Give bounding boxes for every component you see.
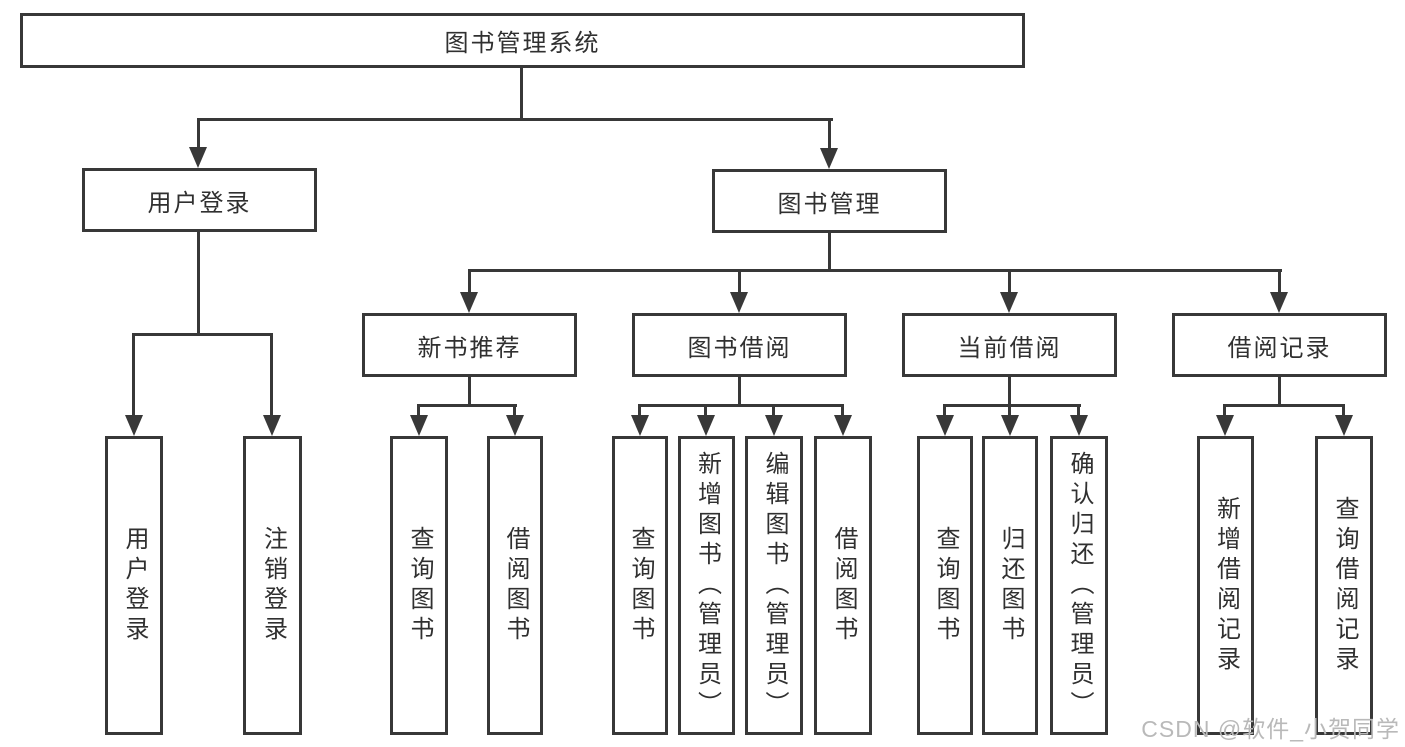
arrow-down-icon xyxy=(189,147,207,168)
node-book-management: 图书管理 xyxy=(712,169,947,233)
leaf-logout: 注销登录 xyxy=(243,436,302,735)
leaf-logout-label: 注销登录 xyxy=(259,525,287,646)
node-borrow-records-label: 借阅记录 xyxy=(1227,334,1332,362)
connector-userlogin-stem xyxy=(197,232,200,336)
leaf-confirm-return-admin: 确认归还（管理员） xyxy=(1050,436,1108,735)
leaf-user-login: 用户登录 xyxy=(105,436,163,735)
leaf-query-books-borrowing: 查询图书 xyxy=(612,436,668,735)
connector-root-drop-right xyxy=(828,118,831,149)
arrow-down-icon xyxy=(460,292,478,313)
connector-records-drop-1 xyxy=(1223,404,1226,415)
connector-root-stem xyxy=(520,68,523,121)
leaf-add-borrow-record: 新增借阅记录 xyxy=(1197,436,1254,735)
leaf-user-login-label: 用户登录 xyxy=(121,525,148,646)
connector-bookmgmt-stem xyxy=(828,233,831,272)
arrow-down-icon xyxy=(1070,415,1088,436)
node-book-borrowing: 图书借阅 xyxy=(632,313,847,377)
node-book-borrowing-label: 图书借阅 xyxy=(687,334,792,362)
connector-current-drop-2 xyxy=(1008,404,1011,415)
connector-borrowing-stem xyxy=(738,377,741,407)
connector-current-drop-1 xyxy=(943,404,946,415)
leaf-query-books-borrowing-label: 查询图书 xyxy=(627,525,654,646)
leaf-borrow-books-recommend-label: 借阅图书 xyxy=(502,525,529,646)
connector-records-crossbar xyxy=(1223,404,1345,407)
leaf-borrow-books-label: 借阅图书 xyxy=(830,525,857,646)
arrow-down-icon xyxy=(1270,292,1288,313)
leaf-query-books-current-label: 查询图书 xyxy=(932,525,959,646)
arrow-down-icon xyxy=(410,415,428,436)
connector-recommend-stem xyxy=(468,377,471,407)
arrow-down-icon xyxy=(730,292,748,313)
leaf-add-borrow-record-label: 新增借阅记录 xyxy=(1212,495,1240,676)
leaf-edit-books-admin: 编辑图书（管理员） xyxy=(745,436,803,735)
node-current-borrowing: 当前借阅 xyxy=(902,313,1117,377)
arrow-down-icon xyxy=(936,415,954,436)
csdn-watermark: CSDN @软件_小贺同学 xyxy=(1141,716,1400,742)
arrow-down-icon xyxy=(765,415,783,436)
connector-bookmgmt-crossbar xyxy=(468,269,1282,272)
arrow-down-icon xyxy=(263,415,281,436)
node-new-book-recommend-label: 新书推荐 xyxy=(417,334,522,362)
leaf-add-books-admin: 新增图书（管理员） xyxy=(678,436,735,735)
leaf-return-books: 归还图书 xyxy=(982,436,1038,735)
connector-userlogin-drop-2 xyxy=(270,333,273,415)
connector-current-crossbar xyxy=(943,404,1081,407)
connector-records-stem xyxy=(1278,377,1281,407)
connector-bookmgmt-drop-4 xyxy=(1278,269,1281,292)
leaf-query-books-recommend: 查询图书 xyxy=(390,436,448,735)
connector-borrowing-crossbar xyxy=(638,404,844,407)
connector-current-stem xyxy=(1008,377,1011,407)
node-user-login: 用户登录 xyxy=(82,168,317,232)
arrow-down-icon xyxy=(834,415,852,436)
leaf-borrow-books: 借阅图书 xyxy=(814,436,872,735)
connector-bookmgmt-drop-3 xyxy=(1008,269,1011,292)
connector-userlogin-drop-1 xyxy=(132,333,135,415)
node-current-borrowing-label: 当前借阅 xyxy=(957,334,1062,362)
leaf-query-borrow-record-label: 查询借阅记录 xyxy=(1331,495,1358,676)
arrow-down-icon xyxy=(631,415,649,436)
leaf-query-borrow-record: 查询借阅记录 xyxy=(1315,436,1373,735)
node-book-management-label: 图书管理 xyxy=(777,190,882,218)
arrow-down-icon xyxy=(1000,292,1018,313)
connector-recommend-drop-1 xyxy=(417,404,420,415)
connector-root-crossbar xyxy=(197,118,833,121)
connector-bookmgmt-drop-2 xyxy=(738,269,741,292)
arrow-down-icon xyxy=(125,415,143,436)
arrow-down-icon xyxy=(1335,415,1353,436)
leaf-add-books-admin-label: 新增图书（管理员） xyxy=(693,450,721,721)
node-library-management-system-label: 图书管理系统 xyxy=(444,30,601,57)
connector-recommend-drop-2 xyxy=(513,404,516,415)
leaf-edit-books-admin-label: 编辑图书（管理员） xyxy=(761,450,788,721)
node-user-login-label: 用户登录 xyxy=(147,189,252,217)
arrow-down-icon xyxy=(820,148,838,169)
node-new-book-recommend: 新书推荐 xyxy=(362,313,577,377)
connector-root-drop-left xyxy=(197,118,200,148)
leaf-borrow-books-recommend: 借阅图书 xyxy=(487,436,543,735)
connector-userlogin-crossbar xyxy=(132,333,273,336)
arrow-down-icon xyxy=(1216,415,1234,436)
connector-records-drop-2 xyxy=(1342,404,1345,415)
leaf-query-books-current: 查询图书 xyxy=(917,436,973,735)
connector-borrowing-drop-3 xyxy=(772,404,775,415)
arrow-down-icon xyxy=(506,415,524,436)
arrow-down-icon xyxy=(1001,415,1019,436)
leaf-return-books-label: 归还图书 xyxy=(997,525,1024,646)
connector-current-drop-3 xyxy=(1077,404,1080,415)
leaf-query-books-recommend-label: 查询图书 xyxy=(406,525,433,646)
connector-borrowing-drop-2 xyxy=(704,404,707,415)
node-library-management-system: 图书管理系统 xyxy=(20,13,1025,68)
node-borrow-records: 借阅记录 xyxy=(1172,313,1387,377)
connector-bookmgmt-drop-1 xyxy=(468,269,471,292)
connector-borrowing-drop-1 xyxy=(638,404,641,415)
arrow-down-icon xyxy=(697,415,715,436)
connector-borrowing-drop-4 xyxy=(841,404,844,415)
leaf-confirm-return-admin-label: 确认归还（管理员） xyxy=(1066,450,1093,721)
connector-recommend-crossbar xyxy=(417,404,517,407)
